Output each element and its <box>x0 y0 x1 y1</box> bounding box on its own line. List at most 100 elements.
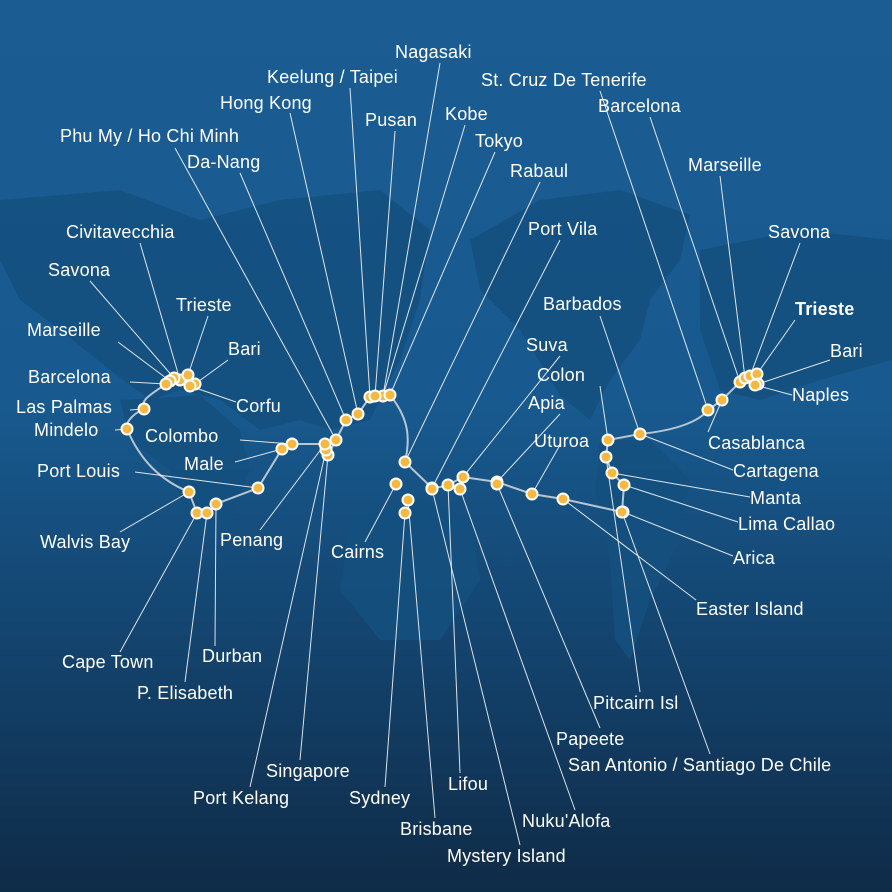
port-dot[interactable] <box>351 407 365 421</box>
leader-line <box>119 491 190 533</box>
leader-line <box>639 433 734 471</box>
port-dot[interactable] <box>209 497 223 511</box>
port-label: Apia <box>528 393 565 413</box>
leader-line <box>234 448 283 463</box>
leader-line <box>496 413 561 483</box>
port-dot[interactable] <box>200 506 214 520</box>
port-label: Nuku'Alofa <box>522 811 611 831</box>
port-label: Naples <box>792 385 850 405</box>
port-dot[interactable] <box>329 433 343 447</box>
leader-line <box>259 443 326 531</box>
leader-line <box>562 498 697 601</box>
port-dot[interactable] <box>633 427 647 441</box>
port-dot[interactable] <box>601 433 615 447</box>
continents <box>0 190 892 660</box>
port-label: Keelung / Taipei <box>267 67 398 87</box>
leader-line <box>184 512 208 683</box>
port-dot[interactable] <box>453 482 467 496</box>
port-label: Trieste <box>795 299 855 319</box>
port-label: Corfu <box>236 396 282 416</box>
leader-line <box>134 471 259 489</box>
port-dot[interactable] <box>599 450 613 464</box>
leader-line <box>621 511 711 755</box>
port-dot[interactable] <box>398 506 412 520</box>
port-label: St. Cruz De Tenerife <box>481 70 647 90</box>
port-label: Penang <box>220 530 284 550</box>
port-label: Durban <box>202 646 263 666</box>
leader-line <box>174 147 337 441</box>
leader-line <box>605 456 641 693</box>
leader-line <box>496 483 601 729</box>
port-dot[interactable] <box>490 477 504 491</box>
port-dot[interactable] <box>615 505 629 519</box>
leader-line <box>749 242 801 377</box>
port-label: Casablanca <box>708 433 806 453</box>
port-label: Hong Kong <box>220 93 312 113</box>
port-dot[interactable] <box>556 492 570 506</box>
port-label: Tokyo <box>475 131 524 151</box>
port-dot[interactable] <box>605 466 619 480</box>
port-label: Marseille <box>27 320 101 340</box>
south-america <box>595 440 690 660</box>
leader-line <box>611 472 751 498</box>
port-label: Barbados <box>543 294 622 314</box>
port-dot[interactable] <box>368 389 382 403</box>
port-dot[interactable] <box>715 393 729 407</box>
port-label: Uturoa <box>534 431 590 451</box>
port-dot[interactable] <box>285 437 299 451</box>
port-dot[interactable] <box>183 379 197 393</box>
port-label: Colombo <box>145 426 219 446</box>
port-dot[interactable] <box>441 478 455 492</box>
leader-line <box>239 172 347 421</box>
port-dot[interactable] <box>182 485 196 499</box>
leader-line <box>531 444 561 495</box>
leader-line <box>623 484 739 523</box>
port-dot[interactable] <box>398 455 412 469</box>
leader-line <box>599 315 641 435</box>
leader-line <box>214 503 217 647</box>
port-dot[interactable] <box>701 403 715 417</box>
leader-line <box>194 359 229 385</box>
port-dot[interactable] <box>137 402 151 416</box>
port-label: Walvis Bay <box>40 532 131 552</box>
port-dot[interactable] <box>318 437 332 451</box>
north-america <box>470 190 690 420</box>
port-label: Manta <box>750 488 802 508</box>
port-label: Phu My / Ho Chi Minh <box>60 126 240 146</box>
port-dot[interactable] <box>456 470 470 484</box>
port-label: Savona <box>768 222 831 242</box>
port-dot[interactable] <box>339 413 353 427</box>
leader-line <box>447 484 461 774</box>
port-label: Port Kelang <box>193 788 290 808</box>
leader-line <box>384 512 406 788</box>
leader-line <box>757 359 831 385</box>
port-dot[interactable] <box>159 377 173 391</box>
port-label: Pitcairn Isl <box>593 693 679 713</box>
port-label: Lima Callao <box>738 514 836 534</box>
port-label: Colon <box>537 365 586 385</box>
port-label: Kobe <box>445 104 488 124</box>
port-dot[interactable] <box>617 478 631 492</box>
port-label: Port Louis <box>37 461 121 481</box>
port-label: Bari <box>830 341 863 361</box>
port-label: Suva <box>526 335 568 355</box>
port-dot[interactable] <box>275 442 289 456</box>
port-dot[interactable] <box>383 388 397 402</box>
port-dot[interactable] <box>401 493 415 507</box>
leader-line <box>756 319 796 375</box>
port-dot[interactable] <box>389 477 403 491</box>
port-dot[interactable] <box>120 422 134 436</box>
leader-line <box>249 449 327 788</box>
port-dot[interactable] <box>425 482 439 496</box>
port-dot[interactable] <box>251 481 265 495</box>
leader-line <box>382 124 466 397</box>
leader-line <box>599 385 609 441</box>
port-dot[interactable] <box>525 487 539 501</box>
leader-line <box>117 341 171 382</box>
leader-line <box>462 355 561 478</box>
port-label: Cartagena <box>733 461 819 481</box>
leader-line <box>649 116 741 383</box>
port-label: Las Palmas <box>16 397 113 417</box>
port-dot[interactable] <box>748 378 762 392</box>
